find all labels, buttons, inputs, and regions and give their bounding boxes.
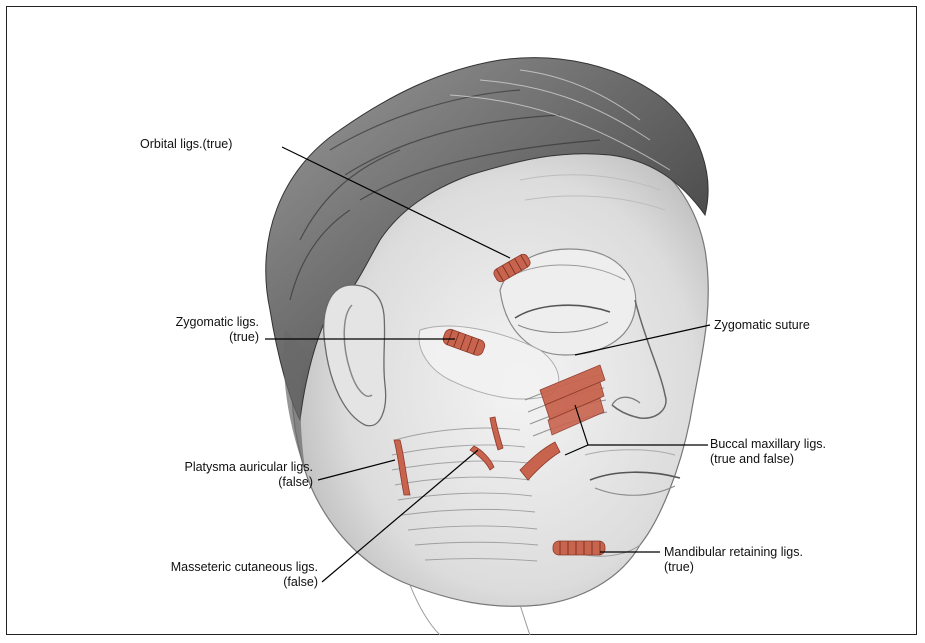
label-platysma: Platysma auricular ligs. (false) bbox=[130, 460, 313, 490]
label-orbital-text: Orbital ligs.(true) bbox=[140, 137, 232, 151]
label-mandibular-line1: Mandibular retaining ligs. bbox=[664, 545, 803, 560]
label-masseteric-line1: Masseteric cutaneous ligs. bbox=[120, 560, 318, 575]
label-platysma-line1: Platysma auricular ligs. bbox=[130, 460, 313, 475]
label-buccal-line1: Buccal maxillary ligs. bbox=[710, 437, 826, 452]
label-masseteric-line2: (false) bbox=[120, 575, 318, 590]
label-zygomatic-suture-text: Zygomatic suture bbox=[714, 318, 810, 332]
label-zygomatic-line1: Zygomatic ligs. bbox=[132, 315, 259, 330]
label-buccal-line2: (true and false) bbox=[710, 452, 826, 467]
label-zygomatic: Zygomatic ligs. (true) bbox=[132, 315, 259, 345]
label-mandibular-line2: (true) bbox=[664, 560, 803, 575]
label-zygomatic-suture: Zygomatic suture bbox=[714, 318, 810, 333]
label-platysma-line2: (false) bbox=[130, 475, 313, 490]
label-orbital: Orbital ligs.(true) bbox=[140, 137, 232, 152]
label-masseteric: Masseteric cutaneous ligs. (false) bbox=[120, 560, 318, 590]
label-zygomatic-line2: (true) bbox=[132, 330, 259, 345]
label-mandibular: Mandibular retaining ligs. (true) bbox=[664, 545, 803, 575]
label-buccal: Buccal maxillary ligs. (true and false) bbox=[710, 437, 826, 467]
